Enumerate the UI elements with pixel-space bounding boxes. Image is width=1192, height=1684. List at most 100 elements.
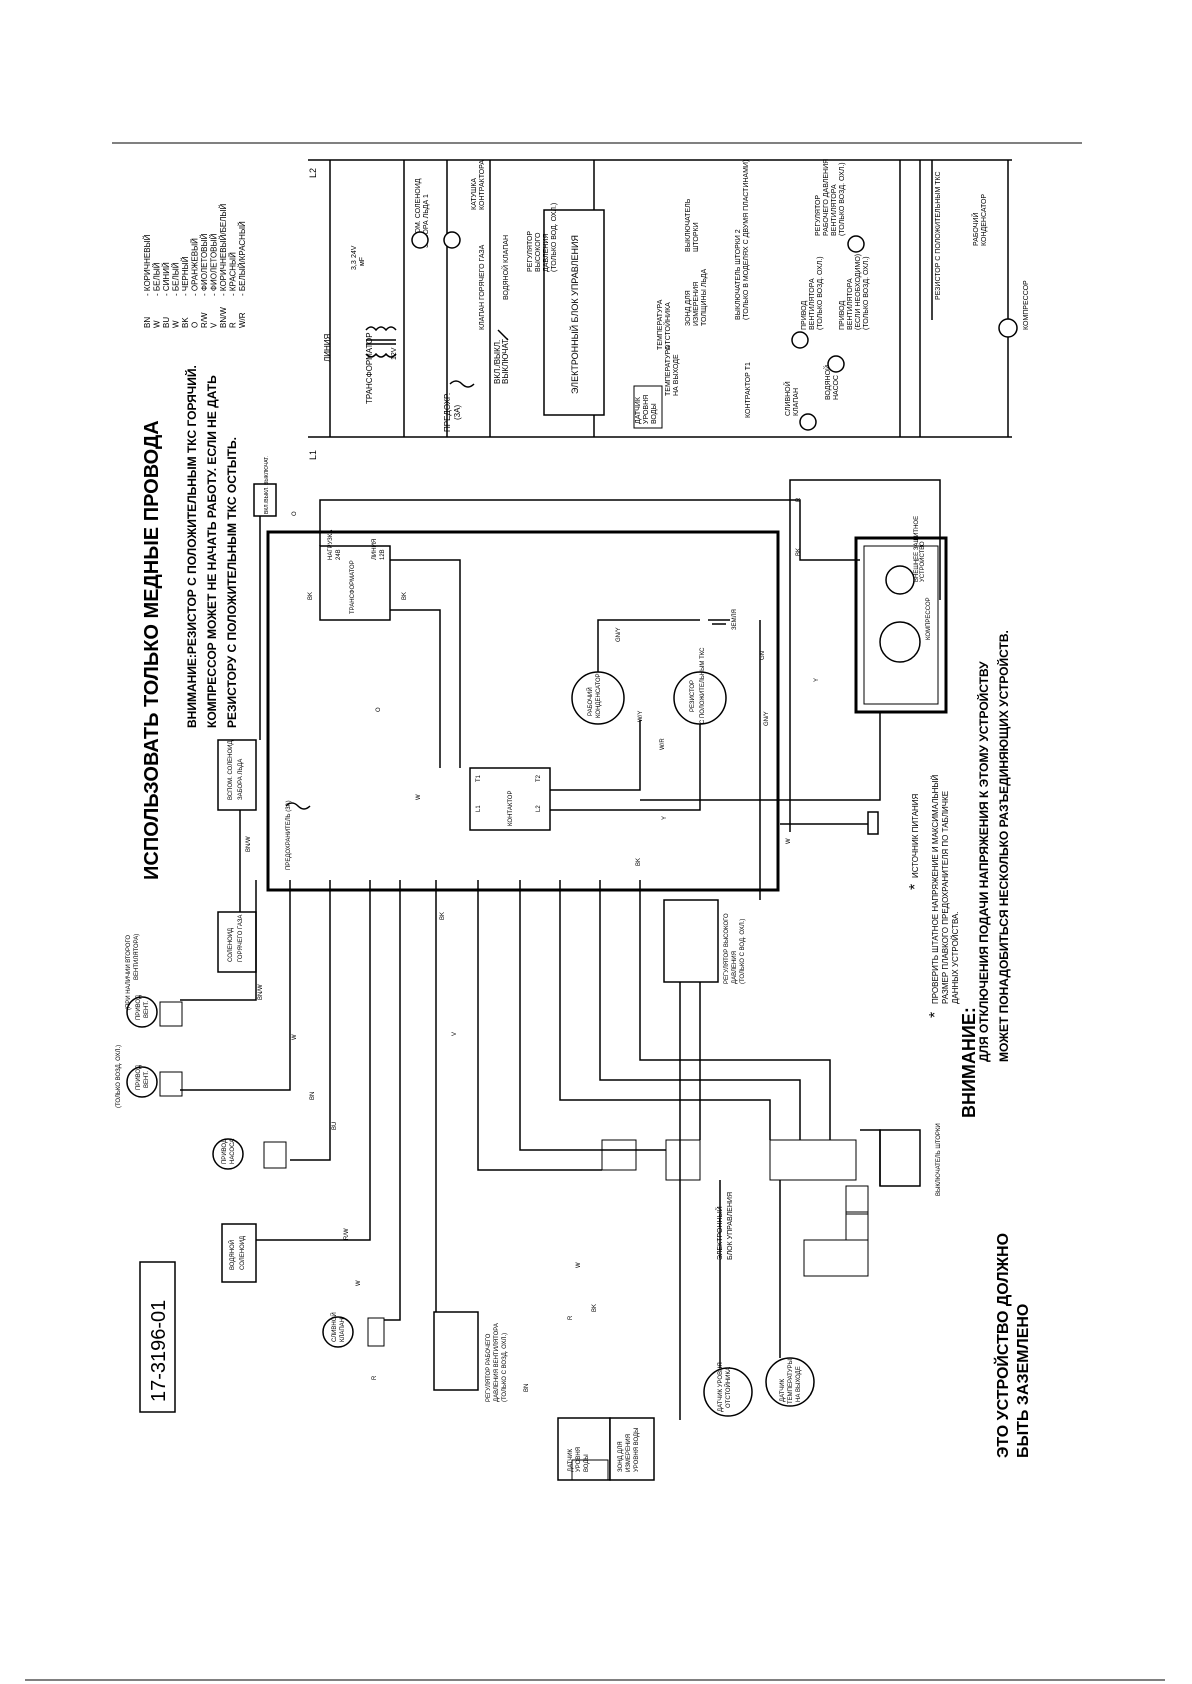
warning-line-3: РЕЗИСТОРУ С ПОЛОЖИТЕЛЬНЫМ ТКС ОСТЫТЬ. — [225, 437, 239, 728]
wire-label-bnw-1: BN/W — [246, 836, 252, 852]
label-fan-b-note-1: (ПРИ НАЛИЧИИ ВТОРОГО — [126, 935, 132, 1010]
label-on-off-1: ВКЛ./ВЫКЛ. — [493, 340, 502, 384]
wire-label-bk-6: BK — [592, 1304, 598, 1312]
legend-color-name: - БЕЛЫЙ/КРАСНЫЙ — [238, 221, 247, 296]
legend-color-name: - БЕЛЫЙ — [153, 262, 162, 296]
wire-label-bk-4: BK — [796, 548, 802, 556]
label-cap-value: 3,3 — [351, 260, 358, 270]
wire-label-w-5: W — [576, 1262, 582, 1268]
ice-probe — [609, 1417, 655, 1481]
label-fan-3: (ТОЛЬКО ВОЗД. ОХЛ.) — [817, 256, 824, 330]
label-contactor-t1: КОНТРАКТОР T1 — [745, 362, 752, 418]
wire-label-bk-2: BK — [308, 592, 314, 600]
label-on-off-wiring: ВКЛ./ВЫКЛ. ВЫКЛЮЧАТ. — [264, 456, 270, 514]
label-fan-b-1: ПРИВОД — [136, 995, 142, 1020]
wiring-diagram-main: КОМПРЕССОР ВНЕШНЕЕ ЗАЩИТНОЕ УСТРОЙСТВО Т… — [116, 456, 948, 1481]
wire-label-r-3: R — [568, 1315, 574, 1320]
legend-color-name: - ЧЕРНЫЙ — [181, 256, 190, 296]
legend-color-name: - КРАСНЫЙ — [229, 252, 238, 296]
label-temp-out-3: НА ВЫХОДЕ — [796, 1366, 802, 1402]
legend-color-name: - КОРИЧНЕВЫЙ — [143, 234, 152, 296]
label-on-off-2: ВЫКЛЮЧАТ. — [501, 338, 510, 384]
pump-motor — [212, 1138, 244, 1170]
label-hp-w3: (ТОЛЬКО С ВОД. ОХЛ.) — [740, 919, 746, 984]
label-fan-2: ВЕНТИЛЯТОРА — [809, 278, 816, 330]
compressor-box — [854, 536, 948, 714]
label-ice-probe-1: ЗОНД ДЛЯ — [685, 290, 692, 326]
wire-label-r-2: R — [796, 497, 802, 502]
label-run-cap-w1: РАБОЧИЙ — [586, 687, 594, 716]
label-wl-w1: ДАТЧИК — [568, 1448, 574, 1472]
fan-pressure-regulator — [433, 1311, 479, 1391]
note-power: ИСТОЧНИК ПИТАНИЯ — [911, 793, 920, 878]
wire-label-bn: BN — [310, 1092, 316, 1100]
label-run-cap-2: КОНДЕНСАТОР — [981, 194, 988, 246]
label-water-valve: ВОДЯНОЙ КЛАПАН — [501, 235, 510, 300]
ground-warning-1: ЭТО УСТРОЙСТВО ДОЛЖНО — [993, 1233, 1012, 1458]
label-12v: 12V — [391, 347, 398, 360]
label-transformer-wiring: ТРАНСФОРМАТОР — [350, 560, 356, 614]
label-contactor-t2: T2 — [536, 774, 542, 782]
note-fuse-3: ДАННЫХ УСТРОЙСТВА. — [951, 911, 960, 1004]
legend-color-name: - ФИОЛЕТОВЫЙ — [210, 233, 219, 296]
label-wl-w3: ВОДЫ — [584, 1454, 590, 1472]
label-24v: 24V — [351, 245, 358, 258]
legend-color-name: - КОРИЧНЕВЫЙ/БЕЛЫЙ — [219, 203, 228, 296]
label-drain-w2: КЛАПАН — [340, 1318, 346, 1342]
wire-label-wy: W/Y — [638, 711, 644, 722]
hp-regulator — [663, 899, 719, 983]
note-star-2: * — [927, 1012, 944, 1018]
label-transformer: ТРАНСФОРМАТОР — [365, 332, 374, 404]
ground-warning-2: БЫТЬ ЗАЗЕМЛЕНО — [1015, 1304, 1032, 1458]
label-contactor-l1: L1 — [476, 805, 482, 812]
hot-gas-solenoid — [217, 911, 257, 973]
legend-code: O — [191, 322, 200, 328]
label-sump-1: ДАТЧИК УРОВНЯ — [718, 1362, 724, 1412]
wire-label-w-1: W — [292, 1034, 298, 1040]
attention-label: ВНИМАНИЕ: — [959, 1007, 979, 1118]
label-drain-2: КЛАПАН — [793, 388, 800, 416]
label-cap-unit: мF — [359, 257, 366, 266]
label-overload-2: УСТРОЙСТВО — [918, 541, 926, 582]
doc-number-block: 17-3196-01 — [139, 1261, 176, 1413]
label-overload-1: ВНЕШНЕЕ ЗАЩИТНОЕ — [914, 516, 920, 582]
label-run-cap-1: РАБОЧИЙ — [971, 213, 980, 246]
label-compressor: КОМПРЕССОР — [1023, 280, 1030, 330]
label-temp-out-1: ДАТЧИК — [780, 1378, 786, 1402]
wire-label-rw: R/W — [344, 1228, 350, 1240]
drain-valve — [322, 1316, 354, 1348]
legend-color-name: - СИНИЙ — [162, 262, 171, 296]
label-ptc-w1: РЕЗИСТОР — [690, 680, 696, 712]
on-off-switch-symbol — [497, 329, 509, 341]
label-fan-b-note-2: ВЕНТИЛЯТОРА) — [134, 934, 140, 980]
label-ctrl-w2: БЛОК УПРАВЛЕНИЯ — [727, 1192, 734, 1260]
label-probe-w2: ИЗМЕРЕНИЯ — [626, 1434, 632, 1472]
fuse-symbol — [449, 380, 475, 388]
legend-color-name: - БЕЛЫЙ — [172, 262, 181, 296]
label-fan2-4: (ТОЛЬКО ВОЗД. ОХЛ.) — [863, 256, 870, 330]
label-control-board: ЭЛЕКТРОННЫЙ БЛОК УПРАВЛЕНИЯ — [569, 235, 580, 394]
label-hp-w1: РЕГУЛЯТОР ВЫСОКОГО — [724, 913, 730, 984]
label-hot-gas: КЛАПАН ГОРЯЧЕГО ГАЗА — [479, 244, 486, 330]
legend-code: W/R — [238, 312, 247, 328]
label-curtain-2: ШТОРКИ — [693, 222, 700, 252]
label-fan-press-2: РАБОЧЕГО ДАВЛЕНИЯ — [823, 159, 830, 236]
label-pump-w1: ПРИВОД — [222, 1139, 228, 1164]
label-fan2-1: ПРИВОД — [839, 301, 846, 330]
aux-solenoid — [217, 739, 257, 811]
wire-label-y-1: Y — [814, 678, 820, 682]
legend-code: BN — [143, 317, 152, 328]
label-ptc-w2: С ПОЛОЖИТЕЛЬНЫМ ТКС — [700, 647, 706, 724]
label-fan-a-1: ПРИВОД — [136, 1065, 142, 1090]
outlet-temp-sensor — [765, 1357, 815, 1407]
control-board-box — [543, 209, 605, 416]
label-outlet-temp-1: ТЕМПЕРАТУРА — [665, 345, 672, 396]
label-hp-w2: ДАВЛЕНИЯ — [732, 951, 738, 984]
transformer-block — [319, 545, 391, 621]
wire-label-w-4: W — [786, 838, 792, 844]
warning-line-1: ВНИМАНИЕ:РЕЗИСТОР С ПОЛОЖИТЕЛЬНЫМ ТКС ГО… — [184, 365, 199, 728]
label-curtain-w: ВЫКЛЮЧАТЕЛЬ ШТОРКИ — [936, 1123, 942, 1196]
label-l1: L1 — [308, 450, 318, 460]
label-evap-temp-1: ТЕМПЕРАТУРА — [657, 299, 664, 350]
label-fan-reg-2: ДАВЛЕНИЯ ВЕНТИЛЯТОРА — [494, 1323, 500, 1402]
